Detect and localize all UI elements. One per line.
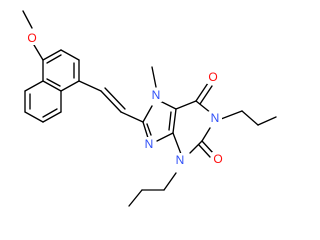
bond-imidazole-2 bbox=[159, 100, 177, 110]
bond-propyl-bottom-1 bbox=[163, 172, 177, 191]
bond-vinyl-1 bbox=[78, 80, 102, 92]
bond-lines bbox=[22, 10, 277, 207]
atom-n2-label: N bbox=[145, 137, 154, 151]
atom-n1-label: N bbox=[152, 88, 161, 102]
atom-o3-label: O bbox=[213, 152, 222, 166]
atom-n4-bg bbox=[173, 153, 187, 167]
bond-imidazole-5 bbox=[142, 121, 149, 139]
atom-o2-bg bbox=[206, 70, 220, 84]
bond-carbonyl-bottom-inner bbox=[198, 144, 211, 158]
bond-imidazole-3 bbox=[172, 108, 177, 134]
atom-o1-bg bbox=[25, 31, 39, 45]
bond-ring-a4 bbox=[60, 80, 80, 92]
bond-imidazole-1 bbox=[142, 105, 153, 123]
bond-carbonyl-top bbox=[195, 82, 209, 102]
atom-n1-bg bbox=[149, 88, 163, 102]
bond-n-methyl bbox=[151, 66, 157, 88]
bond-propyl-bottom-3 bbox=[128, 189, 143, 207]
bond-methoxy-ring bbox=[33, 44, 44, 61]
atom-o3-bg bbox=[211, 152, 225, 166]
bond-ring-b4 bbox=[42, 111, 62, 123]
bond-imidazole-3-inner bbox=[168, 111, 172, 131]
bond-carbonyl-bottom bbox=[201, 140, 214, 154]
bond-ring-a2 bbox=[60, 49, 80, 61]
bond-propyl-right-1 bbox=[220, 110, 243, 120]
bond-pyrimidine-3 bbox=[201, 127, 211, 142]
atom-o1-label: O bbox=[27, 31, 36, 45]
atom-n2-bg bbox=[142, 137, 156, 151]
bond-ring-b3 bbox=[24, 111, 44, 123]
bond-ring-a5 bbox=[42, 80, 62, 92]
bond-ring-a1 bbox=[42, 49, 62, 61]
atom-n3-bg bbox=[208, 111, 222, 125]
bond-ring-a5-inner bbox=[46, 78, 61, 87]
atom-n3-label: N bbox=[211, 111, 220, 125]
bond-ring-b1 bbox=[24, 80, 44, 92]
bond-vinyl-2-inner bbox=[104, 87, 126, 110]
atom-o2-label: O bbox=[208, 70, 217, 84]
bond-imidazole-4 bbox=[156, 132, 174, 142]
bond-pyrimidine-2 bbox=[195, 100, 212, 114]
bond-carbonyl-top-inner bbox=[199, 85, 213, 105]
molecule-drawing: O N N N N O O bbox=[22, 10, 277, 207]
bond-pyrimidine-5 bbox=[172, 132, 182, 155]
bond-pyrimidine-4 bbox=[189, 140, 203, 154]
bond-vinyl-3 bbox=[120, 111, 144, 123]
bond-ring-a1-inner bbox=[46, 54, 62, 64]
atom-labels: O N N N N O O bbox=[25, 31, 225, 167]
atom-n4-label: N bbox=[176, 153, 185, 167]
bond-vinyl-2 bbox=[100, 90, 122, 113]
bond-ring-b4-inner bbox=[42, 108, 58, 118]
structure-canvas: O N N N N O O bbox=[22, 10, 277, 207]
bond-imidazole-5-inner bbox=[146, 123, 152, 136]
bond-pyrimidine-1 bbox=[175, 100, 197, 110]
bond-propyl-right-3 bbox=[257, 116, 277, 126]
bond-methoxy-methyl bbox=[22, 10, 33, 29]
bond-propyl-right-2 bbox=[241, 110, 259, 126]
